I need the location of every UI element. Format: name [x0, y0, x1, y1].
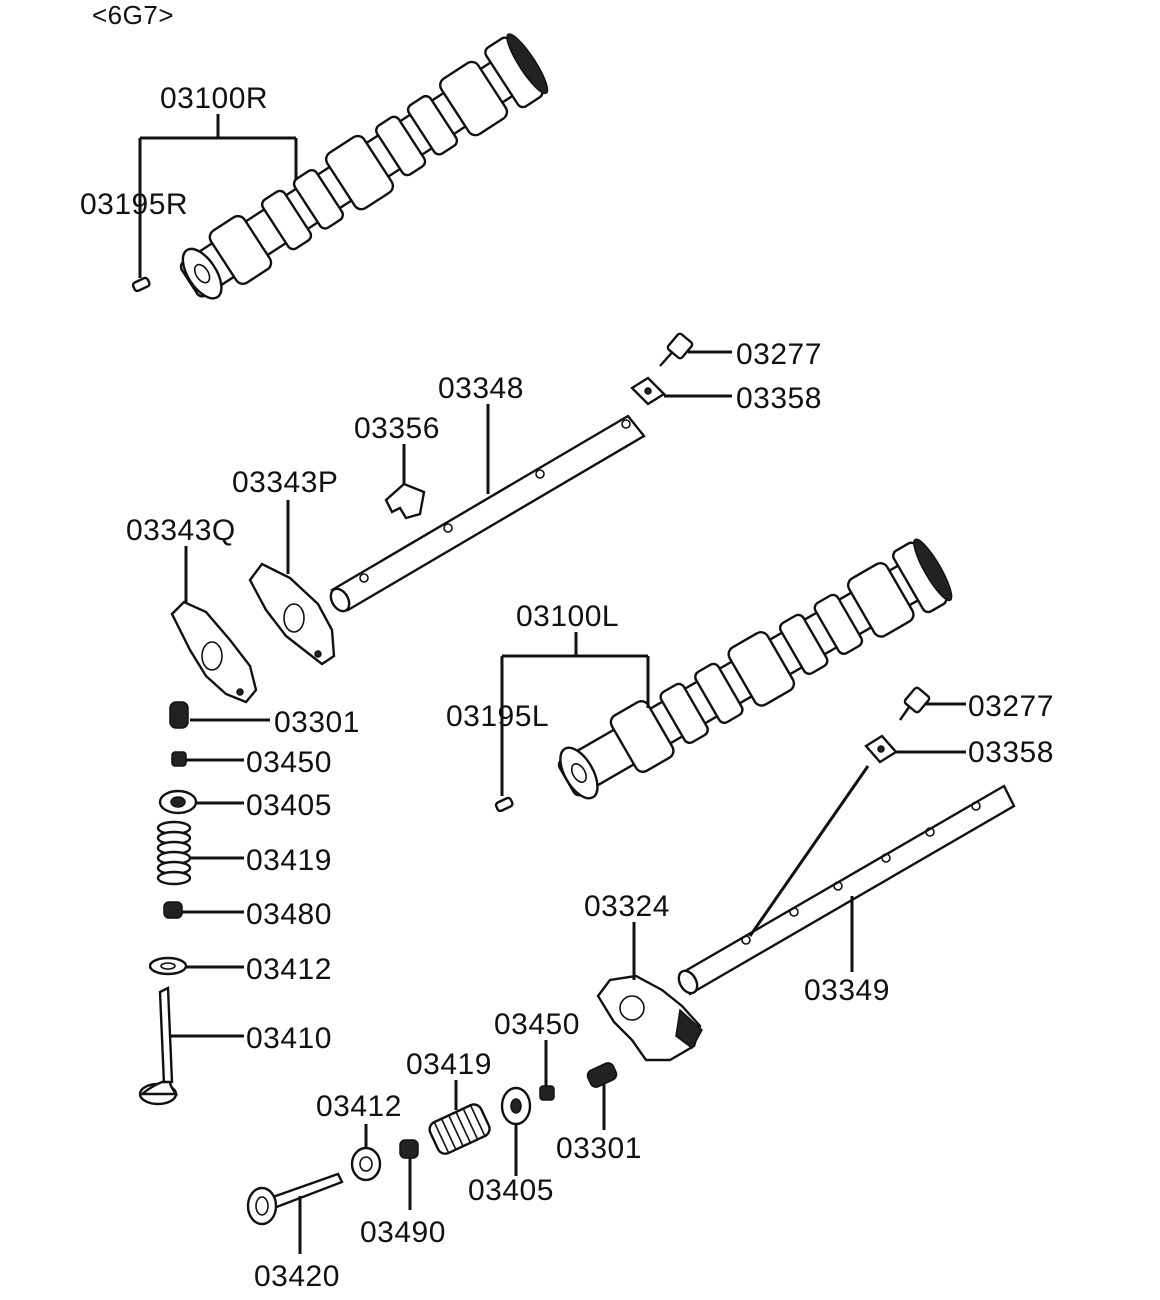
clip: [384, 482, 426, 520]
retainer-bottom: [500, 1086, 532, 1126]
label-pin-left: 03195L: [446, 700, 549, 733]
label-seal-left: 03480: [246, 898, 332, 931]
label-adjuster-bottom: 03301: [556, 1132, 642, 1165]
seal-left: [163, 901, 183, 919]
seal-bottom: [399, 1139, 419, 1159]
label-seat-left: 03412: [246, 953, 332, 986]
nut-bottom: [539, 1085, 555, 1101]
rocker-shaft-exhaust: [329, 414, 646, 613]
adjuster-left: [169, 701, 189, 729]
bolt-left: [899, 686, 931, 721]
bolt-right: [659, 332, 694, 367]
label-rocker-arm-q: 03343Q: [126, 514, 236, 547]
label-rocker-arm: 03324: [584, 890, 670, 923]
adjuster-bottom: [586, 1062, 618, 1088]
label-camshaft-left: 03100L: [516, 600, 619, 633]
valve-left: [138, 986, 179, 1106]
label-valve-bottom: 03420: [254, 1260, 340, 1293]
label-bolt-right: 03277: [736, 338, 822, 371]
camshaft-right: [179, 33, 549, 300]
rocker-arm: [596, 974, 703, 1062]
rocker-shaft-intake: [677, 784, 1016, 996]
label-spring-bottom: 03419: [406, 1048, 492, 1081]
label-retainer-left: 03405: [246, 789, 332, 822]
leader-camshaft-left: [500, 632, 650, 796]
label-washer-right: 03358: [736, 382, 822, 415]
label-rocker-arm-p: 03343P: [232, 466, 338, 499]
label-washer-left: 03358: [968, 736, 1054, 769]
spring-left: [156, 820, 192, 886]
leader-washer-to-shaft: [748, 765, 870, 937]
seat-bottom: [350, 1146, 382, 1182]
camshaft-left: [557, 538, 953, 800]
nut-left: [171, 751, 187, 767]
label-seal-bottom: 03490: [360, 1216, 446, 1249]
label-bolt-left: 03277: [968, 690, 1054, 723]
washer-left: [864, 734, 898, 764]
washer-right: [630, 376, 666, 406]
rocker-arm-p: [248, 562, 336, 666]
seat-left: [148, 956, 188, 976]
label-retainer-bottom: 03405: [468, 1174, 554, 1207]
label-valve-left: 03410: [246, 1022, 332, 1055]
label-nut-left: 03450: [246, 746, 332, 779]
retainer-left: [158, 789, 198, 815]
label-shaft-exhaust: 03348: [438, 372, 524, 405]
label-nut-bottom: 03450: [494, 1008, 580, 1041]
pin-left: [494, 796, 514, 813]
label-adjuster-left: 03301: [274, 706, 360, 739]
engine-code-title: <6G7>: [92, 0, 174, 30]
leader-camshaft-right: [138, 114, 298, 278]
label-clip: 03356: [354, 412, 440, 445]
label-camshaft-right: 03100R: [160, 82, 268, 115]
label-pin-right: 03195R: [80, 188, 188, 221]
rocker-arm-q: [170, 600, 258, 704]
label-seat-bottom: 03412: [316, 1090, 402, 1123]
label-shaft-intake: 03349: [804, 974, 890, 1007]
label-spring-left: 03419: [246, 844, 332, 877]
pin-right: [131, 276, 151, 293]
spring-bottom: [428, 1103, 491, 1155]
valve-bottom: [246, 1172, 344, 1226]
